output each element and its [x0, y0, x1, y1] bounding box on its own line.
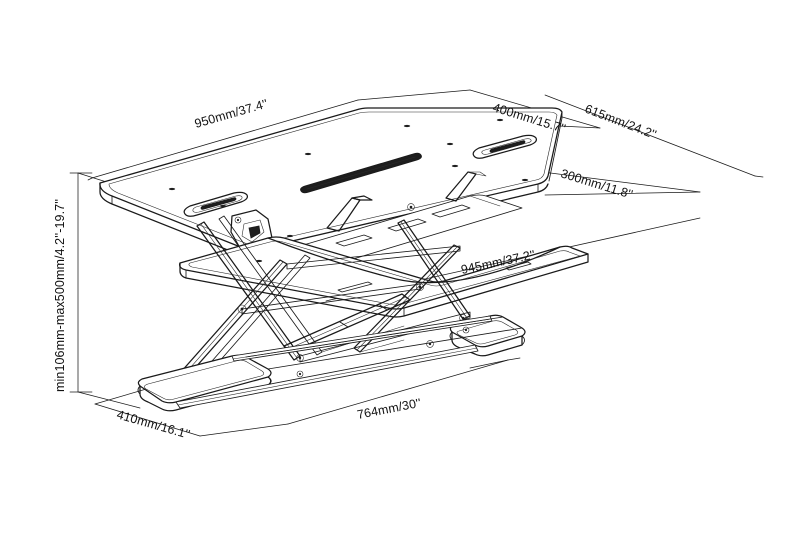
desktop-surface — [99, 107, 563, 259]
handle-left — [183, 191, 248, 217]
dim-top-width-label: 950mm/37.4'' — [193, 97, 269, 131]
dim-total-depth-label: 615mm/24.2'' — [583, 102, 658, 142]
dim-base-depth-label: 410mm/16.1'' — [115, 407, 191, 441]
handle-right — [472, 134, 537, 159]
dim-height-range-label: min106mm-max500mm/4.2''-19.7'' — [53, 199, 67, 392]
mounting-holes — [168, 118, 529, 238]
tablet-slot — [300, 152, 422, 194]
dim-tray-depth-label: 300mm/11.8'' — [559, 166, 634, 201]
dim-base-width-label: 764mm/30'' — [356, 396, 422, 422]
keyboard-tray — [179, 236, 589, 318]
base-assembly — [137, 314, 526, 412]
